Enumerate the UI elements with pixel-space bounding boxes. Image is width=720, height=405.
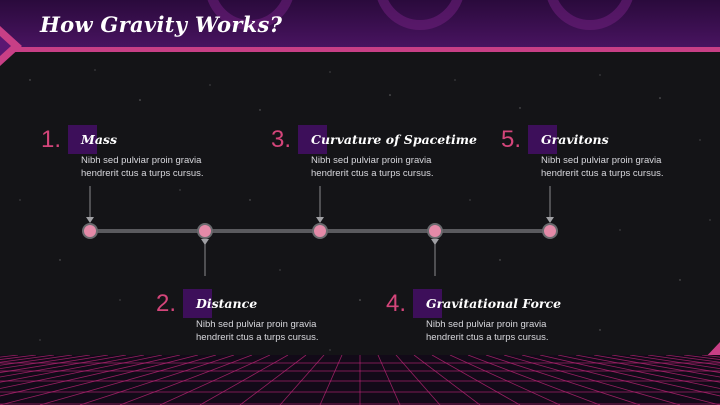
step-number: 1. — [41, 126, 62, 153]
step-number: 3. — [271, 126, 292, 153]
step-description: Nibh sed pulviar proin gravia hendrerit … — [196, 319, 319, 343]
node-2 — [197, 223, 213, 239]
step-description: Nibh sed pulviar proin gravia hendrerit … — [81, 155, 204, 179]
step-heading: Mass — [81, 132, 118, 147]
step-description: Nibh sed pulviar proin gravia hendrerit … — [541, 155, 664, 179]
neon-grid-floor — [0, 355, 720, 405]
step-description: Nibh sed pulviar proin gravia hendrerit … — [311, 155, 434, 179]
pointer-3 — [316, 217, 324, 223]
corner-decoration-top-left — [0, 26, 22, 66]
pointer-2 — [201, 239, 209, 245]
node-1 — [82, 223, 98, 239]
step-number-tag — [183, 289, 212, 318]
pointer-5 — [546, 217, 554, 223]
step-heading: Gravitons — [541, 132, 609, 147]
step-number: 4. — [386, 290, 407, 317]
step-number: 2. — [156, 290, 177, 317]
pointer-4 — [431, 239, 439, 245]
step-number-tag — [298, 125, 327, 154]
slide-title: How Gravity Works? — [40, 12, 283, 37]
step-number: 5. — [501, 126, 522, 153]
step-heading: Distance — [196, 296, 258, 311]
pointer-1 — [86, 217, 94, 223]
step-number-tag — [528, 125, 557, 154]
step-heading: Gravitational Force — [426, 296, 562, 311]
node-4 — [427, 223, 443, 239]
step-description: Nibh sed pulviar proin gravia hendrerit … — [426, 319, 549, 343]
node-3 — [312, 223, 328, 239]
step-number-tag — [68, 125, 97, 154]
node-5 — [542, 223, 558, 239]
header-banner — [0, 0, 720, 52]
step-number-tag — [413, 289, 442, 318]
step-heading: Curvature of Spacetime — [311, 132, 477, 147]
